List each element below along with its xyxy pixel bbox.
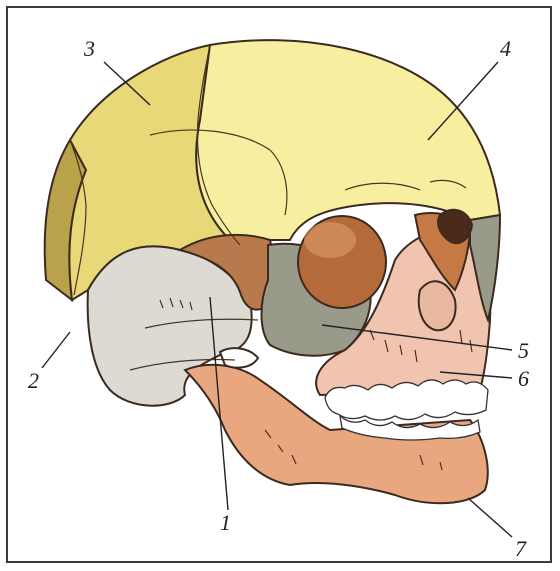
nasal-aperture	[419, 281, 456, 330]
orbit-highlight	[304, 222, 356, 258]
label-2: 2	[28, 368, 39, 393]
leader-line-2	[42, 332, 70, 368]
label-6: 6	[518, 366, 529, 391]
label-5: 5	[518, 338, 529, 363]
label-7: 7	[515, 536, 527, 561]
label-3: 3	[83, 36, 95, 61]
label-1: 1	[220, 510, 231, 535]
mastoid-process	[220, 348, 258, 367]
label-4: 4	[500, 36, 511, 61]
upper-teeth	[325, 380, 488, 420]
leader-line-7	[468, 498, 512, 537]
